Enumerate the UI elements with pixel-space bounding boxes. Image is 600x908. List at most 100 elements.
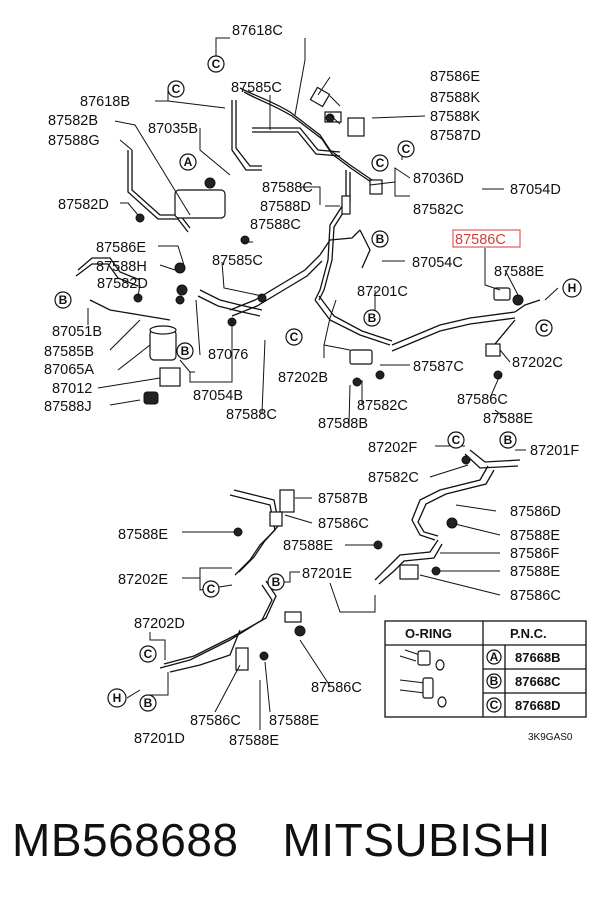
- label-87618B[interactable]: 87618B: [80, 94, 130, 110]
- svg-text:C: C: [212, 57, 221, 71]
- svg-text:B: B: [376, 232, 385, 246]
- label-87588E-1[interactable]: 87588E: [494, 264, 544, 280]
- label-87588E-7[interactable]: 87588E: [269, 713, 319, 729]
- label-87586C-2[interactable]: 87586C: [318, 516, 369, 532]
- callout-c-2: C: [167, 80, 185, 98]
- label-87582B[interactable]: 87582B: [48, 113, 98, 129]
- label-87054B[interactable]: 87054B: [193, 388, 243, 404]
- label-87587D[interactable]: 87587D: [430, 128, 481, 144]
- label-87588C-3[interactable]: 87588C: [226, 407, 277, 423]
- o-ring-table: O-RING P.N.C. A 87668B B 87668C C 87668D: [384, 620, 587, 718]
- table-row-c: C 87668D: [486, 697, 561, 713]
- svg-text:A: A: [490, 650, 499, 664]
- svg-text:C: C: [490, 698, 499, 712]
- label-87588G[interactable]: 87588G: [48, 133, 100, 149]
- callout-b-3: B: [363, 309, 381, 327]
- label-87586C-1[interactable]: 87586C: [457, 392, 508, 408]
- label-87588E-5[interactable]: 87588E: [283, 538, 333, 554]
- label-87588K-1[interactable]: 87588K: [430, 90, 480, 106]
- label-87588H[interactable]: 87588H: [96, 259, 147, 275]
- label-87202D[interactable]: 87202D: [134, 616, 185, 632]
- label-87588E-6[interactable]: 87588E: [510, 564, 560, 580]
- callout-b-1: B: [371, 230, 389, 248]
- label-87588D[interactable]: 87588D: [260, 199, 311, 215]
- label-87585C-mid[interactable]: 87585C: [212, 253, 263, 269]
- label-87586D[interactable]: 87586D: [510, 504, 561, 520]
- label-87586E-top[interactable]: 87586E: [430, 69, 480, 85]
- label-87618C[interactable]: 87618C: [232, 23, 283, 39]
- label-87054C[interactable]: 87054C: [412, 255, 463, 271]
- svg-text:B: B: [181, 344, 190, 358]
- label-87585C-top[interactable]: 87585C: [231, 80, 282, 96]
- label-87586C-3[interactable]: 87586C: [510, 588, 561, 604]
- label-87012[interactable]: 87012: [52, 381, 92, 397]
- label-87201D[interactable]: 87201D: [134, 731, 185, 747]
- label-87582C-1[interactable]: 87582C: [413, 202, 464, 218]
- svg-text:C: C: [452, 433, 461, 447]
- svg-text:87668D: 87668D: [515, 698, 561, 713]
- svg-text:B: B: [144, 696, 153, 710]
- label-87588K-2[interactable]: 87588K: [430, 109, 480, 125]
- callout-c-5: C: [535, 319, 553, 337]
- highlighted-part-87586C[interactable]: 87586C: [452, 229, 521, 248]
- callout-h-1: H: [562, 278, 582, 298]
- svg-text:C: C: [144, 647, 153, 661]
- callout-b-2: B: [54, 291, 72, 309]
- label-87582C-2[interactable]: 87582C: [357, 398, 408, 414]
- part-labels: 87618C 87586E 87585C 87588K 87618B 87588…: [44, 23, 579, 749]
- label-87585B[interactable]: 87585B: [44, 344, 94, 360]
- svg-text:87668B: 87668B: [515, 650, 561, 665]
- label-87065A[interactable]: 87065A: [44, 362, 94, 378]
- label-87036D[interactable]: 87036D: [413, 171, 464, 187]
- label-87054D[interactable]: 87054D: [510, 182, 561, 198]
- label-87201C[interactable]: 87201C: [357, 284, 408, 300]
- label-87582D-1[interactable]: 87582D: [58, 197, 109, 213]
- label-87201E[interactable]: 87201E: [302, 566, 352, 582]
- label-87051B[interactable]: 87051B: [52, 324, 102, 340]
- callout-c-6: C: [285, 328, 303, 346]
- label-87582C-3[interactable]: 87582C: [368, 470, 419, 486]
- label-87588J[interactable]: 87588J: [44, 399, 92, 415]
- label-87586C-5[interactable]: 87586C: [190, 713, 241, 729]
- label-87202F[interactable]: 87202F: [368, 440, 417, 456]
- svg-text:C: C: [290, 330, 299, 344]
- label-87202E[interactable]: 87202E: [118, 572, 168, 588]
- svg-text:C: C: [376, 156, 385, 170]
- svg-text:87586C: 87586C: [455, 232, 506, 248]
- label-87588C-2[interactable]: 87588C: [250, 217, 301, 233]
- label-87588E-2[interactable]: 87588E: [483, 411, 533, 427]
- diagram-code: 3K9GAS0: [528, 732, 573, 743]
- svg-text:A: A: [184, 155, 193, 169]
- label-87202C[interactable]: 87202C: [512, 355, 563, 371]
- label-87587C[interactable]: 87587C: [413, 359, 464, 375]
- label-87582D-2[interactable]: 87582D: [97, 276, 148, 292]
- label-87588B[interactable]: 87588B: [318, 416, 368, 432]
- callout-a-1: A: [179, 153, 197, 171]
- label-87586C-4[interactable]: 87586C: [311, 680, 362, 696]
- svg-text:B: B: [490, 674, 499, 688]
- label-87586F[interactable]: 87586F: [510, 546, 559, 562]
- svg-text:H: H: [568, 281, 577, 295]
- label-87587B[interactable]: 87587B: [318, 491, 368, 507]
- brand-name: MITSUBISHI: [282, 814, 551, 866]
- o-ring-illustration: [399, 649, 447, 708]
- label-87035B[interactable]: 87035B: [148, 121, 198, 137]
- table-header-pnc: P.N.C.: [510, 626, 547, 641]
- leader-lines: [87, 37, 559, 730]
- callout-b-7: B: [139, 694, 157, 712]
- label-87588E-4[interactable]: 87588E: [510, 528, 560, 544]
- callout-c-1: C: [207, 55, 225, 73]
- label-87202B[interactable]: 87202B: [278, 370, 328, 386]
- callout-c-4: C: [371, 154, 389, 172]
- label-87588C-1[interactable]: 87588C: [262, 180, 313, 196]
- callout-b-5: B: [499, 431, 517, 449]
- callouts: C C C A C B H B B C C B C B B C C H B: [54, 55, 582, 712]
- label-87076[interactable]: 87076: [208, 347, 248, 363]
- label-87588E-8[interactable]: 87588E: [229, 733, 279, 749]
- footer-caption: MB568688 MITSUBISHI: [0, 805, 600, 875]
- callout-c-8: C: [202, 580, 220, 598]
- label-87586E-mid[interactable]: 87586E: [96, 240, 146, 256]
- label-87588E-3[interactable]: 87588E: [118, 527, 168, 543]
- label-87201F[interactable]: 87201F: [530, 443, 579, 459]
- svg-text:C: C: [402, 142, 411, 156]
